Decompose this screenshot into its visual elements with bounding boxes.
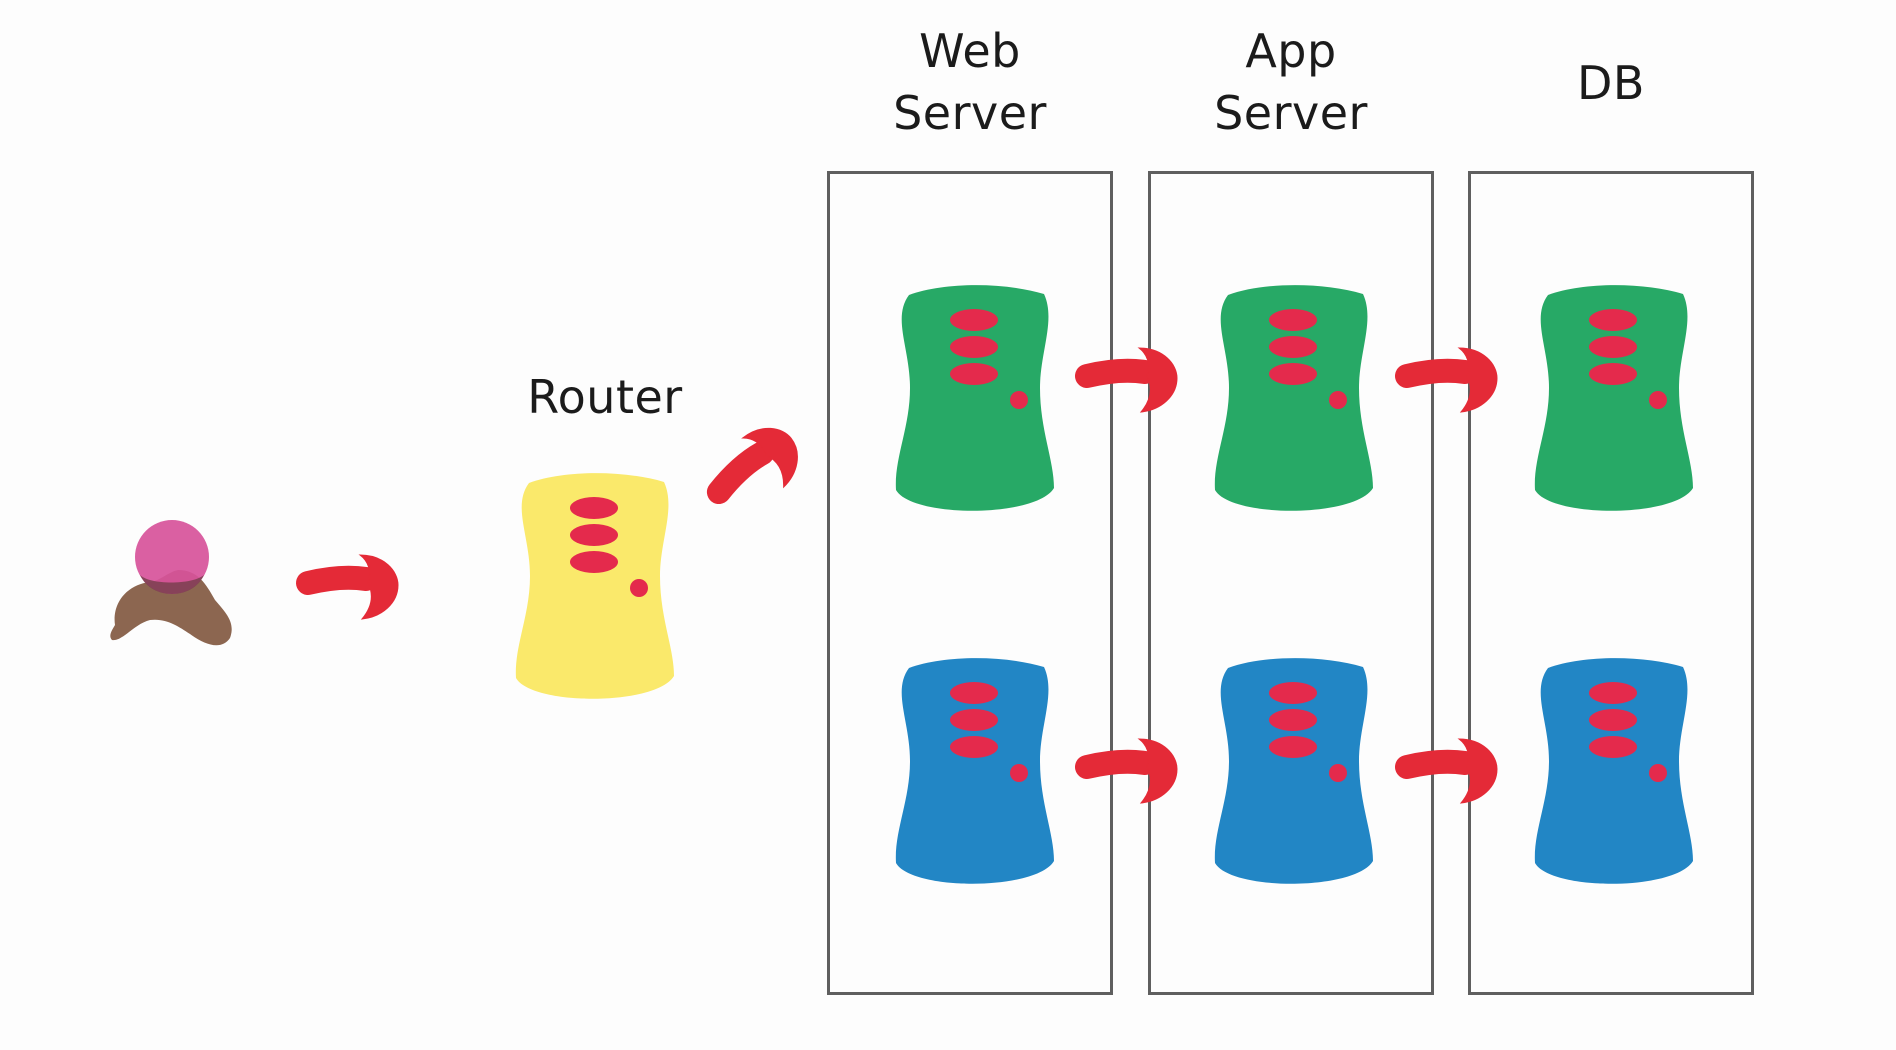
db-server-green — [1534, 285, 1693, 511]
user-icon — [110, 520, 232, 646]
arrow-app-to-db-bottom — [1407, 739, 1497, 803]
column-title-app-server: App Server — [1214, 24, 1368, 140]
arrow-web-to-app-bottom — [1087, 739, 1177, 803]
router-label: Router — [527, 370, 683, 424]
app-server-blue — [1214, 658, 1373, 884]
web-server-blue — [895, 658, 1054, 884]
column-title-db: DB — [1577, 56, 1645, 110]
user-body — [110, 570, 232, 646]
column-title-web-server: Web Server — [893, 24, 1047, 140]
arrow-web-to-app-top — [1087, 348, 1177, 412]
app-server-column — [1148, 171, 1434, 995]
user-head — [135, 520, 209, 594]
app-server-green — [1214, 285, 1373, 511]
router-server-icon — [515, 473, 674, 699]
arrow-router-to-web — [702, 415, 812, 521]
web-server-green — [895, 285, 1054, 511]
web-server-column — [827, 171, 1113, 995]
db-server-blue — [1534, 658, 1693, 884]
arrow-user-to-router — [308, 555, 398, 619]
arrow-app-to-db-top — [1407, 348, 1497, 412]
db-column — [1468, 171, 1754, 995]
